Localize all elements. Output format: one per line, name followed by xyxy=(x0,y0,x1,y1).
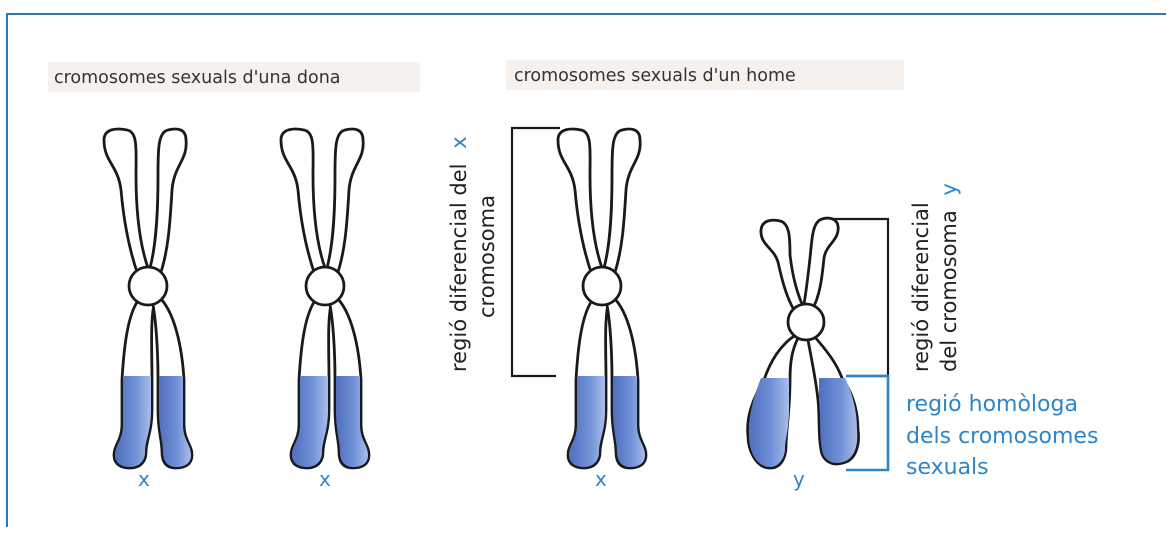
x-differential-label: regió diferencial del x cromosoma xyxy=(447,136,499,372)
y-differential-letter: y xyxy=(937,183,961,195)
centromere xyxy=(306,267,344,305)
chromatid-upper-arm xyxy=(104,129,148,275)
chromatid-upper-arm xyxy=(281,129,325,275)
female-chromosome-x-left xyxy=(104,129,192,468)
y-differential-line1: regió diferencial xyxy=(909,202,933,372)
chromatid-upper-arm xyxy=(327,129,363,275)
x-differential-line1: regió diferencial del xyxy=(447,163,471,372)
chromatid-left xyxy=(748,220,802,468)
chromatid-homologous-fill xyxy=(159,376,191,467)
chromatid-homologous-fill xyxy=(336,376,368,467)
homologous-label-line3: sexuals xyxy=(906,455,989,480)
y-differential-line2: del cromosoma xyxy=(937,210,961,372)
chromatid-right xyxy=(804,218,859,464)
male-chromosome-x xyxy=(558,129,646,468)
chromatid-homologous-fill xyxy=(749,378,789,467)
y-differential-label: regió diferencial del cromosoma y xyxy=(909,183,961,372)
svg-text:del cromosoma y: del cromosoma y xyxy=(937,183,961,372)
chromatid-upper-arm xyxy=(558,129,602,275)
chromatid-homologous-fill xyxy=(613,376,645,467)
homologous-label-line1: regió homòloga xyxy=(906,392,1078,417)
chromatid-upper-arm xyxy=(804,218,838,310)
chromatid-upper-arm xyxy=(604,129,640,275)
male-label-y: y xyxy=(793,467,805,491)
x-differential-line2: cromosoma xyxy=(475,195,499,318)
centromere xyxy=(788,304,824,340)
homologous-label-line2: dels cromosomes xyxy=(906,424,1098,449)
x-differential-letter: x xyxy=(447,136,471,148)
chromatid-homologous-fill xyxy=(819,378,857,463)
chromatid-upper-arm xyxy=(761,220,802,310)
female-heading: cromosomes sexuals d'una dona xyxy=(54,68,341,88)
y-differential-bracket xyxy=(832,219,888,376)
x-differential-bracket xyxy=(512,128,560,376)
centromere xyxy=(583,267,621,305)
male-chromosome-y xyxy=(748,218,859,468)
male-label-x: x xyxy=(595,467,607,491)
chromatid-upper-arm xyxy=(150,129,186,275)
female-label-right: x xyxy=(319,467,331,491)
female-label-left: x xyxy=(138,467,150,491)
female-chromosome-x-right xyxy=(281,129,369,468)
svg-text:regió diferencial del x: regió diferencial del x xyxy=(447,136,471,372)
male-heading: cromosomes sexuals d'un home xyxy=(514,66,796,86)
centromere xyxy=(129,267,167,305)
